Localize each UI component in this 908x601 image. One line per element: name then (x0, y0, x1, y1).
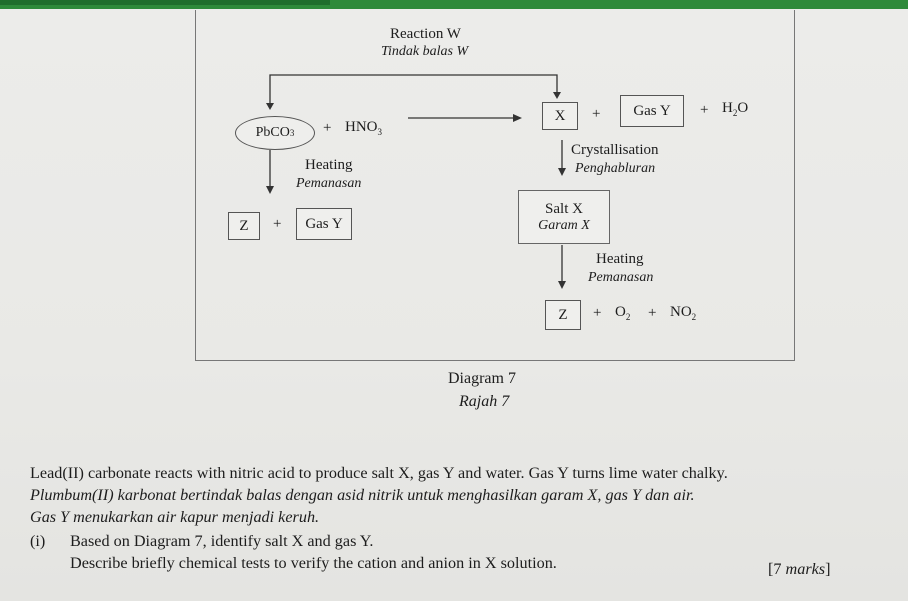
arrowhead-crystallisation (558, 168, 566, 176)
salt-x-box: Salt X Garam X (518, 190, 610, 244)
reaction-w-label-ms: Tindak balas W (381, 44, 469, 59)
reactant-hno3: HNO3 (345, 119, 382, 137)
product-gas-y: Gas Y (633, 102, 671, 119)
question-marks: [7 marks] (768, 558, 831, 580)
product-water-subscript: 2 (732, 108, 738, 118)
question-line-2-ms: Plumbum(II) karbonat bertindak balas den… (30, 486, 695, 504)
arrowhead-w-left (266, 103, 274, 110)
gas-y-left-box: Gas Y (296, 208, 352, 240)
product-no2-text: NO (670, 304, 692, 320)
product-water: H2O (722, 100, 748, 118)
heating-label-left-ms: Pemanasan (296, 176, 362, 191)
product-no2-subscript: 2 (691, 312, 697, 322)
product-oxygen-o: O (615, 304, 626, 320)
reaction-w-label: Reaction W (390, 26, 461, 42)
reactant-hno3-subscript: 3 (377, 127, 383, 137)
salt-x-label: Salt X (545, 200, 583, 217)
arrowhead-reaction (513, 114, 522, 122)
heating-label-left: Heating (305, 157, 353, 173)
arrowhead-heating-left (266, 186, 274, 194)
product-oxygen: O2 (615, 304, 630, 322)
heating-label-right-ms: Pemanasan (588, 270, 654, 285)
top-green-strip (0, 0, 908, 9)
product-water-o: O (737, 100, 749, 116)
plus-sign-products-1: + (592, 106, 601, 122)
heating-label-right: Heating (596, 251, 644, 267)
marks-open: [7 (768, 560, 786, 578)
product-x: X (554, 107, 566, 124)
crystallisation-label: Crystallisation (571, 142, 659, 158)
reactant-hno3-text: HNO (345, 119, 378, 135)
question-part-line-2: Describe briefly chemical tests to verif… (70, 554, 557, 572)
product-no2: NO2 (670, 304, 696, 322)
reactant-pbco3-subscript: 3 (289, 128, 295, 138)
crystallisation-label-ms: Penghabluran (575, 161, 656, 176)
question-line-3-ms: Gas Y menukarkan air kapur menjadi keruh… (30, 508, 320, 526)
top-green-strip-dark (0, 0, 330, 5)
diagram-caption-ms: Rajah 7 (459, 393, 510, 410)
plus-sign-right-1: + (593, 305, 602, 321)
diagram-caption: Diagram 7 (448, 370, 516, 387)
plus-sign-products-2: + (700, 102, 709, 118)
product-gas-y-box: Gas Y (620, 95, 684, 127)
product-z-left: Z (239, 217, 249, 234)
product-z-left-box: Z (228, 212, 260, 240)
arrowhead-heating-right (558, 281, 566, 289)
question-part-label: (i) (30, 532, 46, 550)
product-x-box: X (542, 102, 578, 130)
marks-word: marks (785, 560, 826, 578)
plus-sign-left: + (273, 216, 282, 232)
salt-x-label-ms: Garam X (538, 217, 590, 233)
diagram-frame (195, 10, 795, 361)
gas-y-left: Gas Y (305, 215, 343, 232)
product-z-right-box: Z (545, 300, 581, 330)
marks-close: ] (825, 560, 831, 578)
reactant-pbco3: PbCO (255, 125, 290, 140)
question-line-1: Lead(II) carbonate reacts with nitric ac… (30, 464, 728, 482)
reaction-w-loop-line (269, 74, 558, 107)
product-z-right: Z (558, 306, 568, 323)
arrowhead-w-right (553, 92, 561, 99)
question-part-line-1: Based on Diagram 7, identify salt X and … (70, 532, 374, 550)
plus-sign-right-2: + (648, 305, 657, 321)
plus-sign-reactants: + (323, 120, 332, 136)
product-water-h: H (722, 100, 733, 116)
product-oxygen-subscript: 2 (625, 312, 631, 322)
